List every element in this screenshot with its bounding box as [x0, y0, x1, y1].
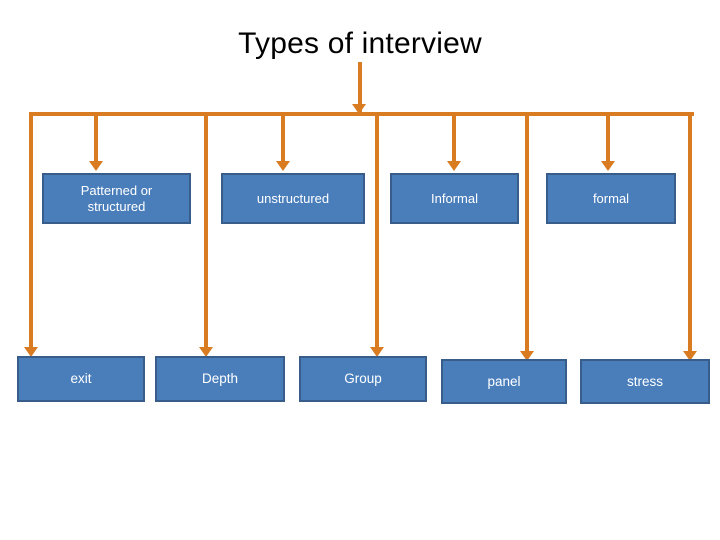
connector-drop-exit: [29, 112, 33, 350]
connector-arrow-formal-icon: [601, 161, 615, 171]
connector-arrow-patterned-icon: [89, 161, 103, 171]
node-depth[interactable]: Depth: [155, 356, 285, 402]
page-title: Types of interview: [238, 27, 482, 60]
connector-arrow-panel-icon: [520, 351, 534, 361]
connector-drop-patterned: [94, 112, 98, 164]
connector-root-arrow-icon: [352, 104, 366, 114]
connector-distribution-bar: [31, 112, 694, 116]
connector-drop-formal: [606, 112, 610, 164]
node-unstructured[interactable]: unstructured: [221, 173, 365, 224]
connector-drop-panel: [525, 112, 529, 354]
connector-drop-group: [375, 112, 379, 350]
node-panel[interactable]: panel: [441, 359, 567, 404]
connector-arrow-depth-icon: [199, 347, 213, 357]
connector-arrow-informal-icon: [447, 161, 461, 171]
node-group[interactable]: Group: [299, 356, 427, 402]
connector-arrow-stress-icon: [683, 351, 697, 361]
node-patterned-or-structured[interactable]: Patterned or structured: [42, 173, 191, 224]
connector-arrow-unstructured-icon: [276, 161, 290, 171]
node-formal[interactable]: formal: [546, 173, 676, 224]
connector-drop-stress: [688, 112, 692, 354]
connector-arrow-exit-icon: [24, 347, 38, 357]
connector-arrow-group-icon: [370, 347, 384, 357]
node-stress[interactable]: stress: [580, 359, 710, 404]
connector-drop-informal: [452, 112, 456, 164]
connector-root-stem: [358, 62, 362, 114]
node-exit[interactable]: exit: [17, 356, 145, 402]
connector-drop-unstructured: [281, 112, 285, 164]
node-informal[interactable]: Informal: [390, 173, 519, 224]
connector-drop-depth: [204, 112, 208, 350]
